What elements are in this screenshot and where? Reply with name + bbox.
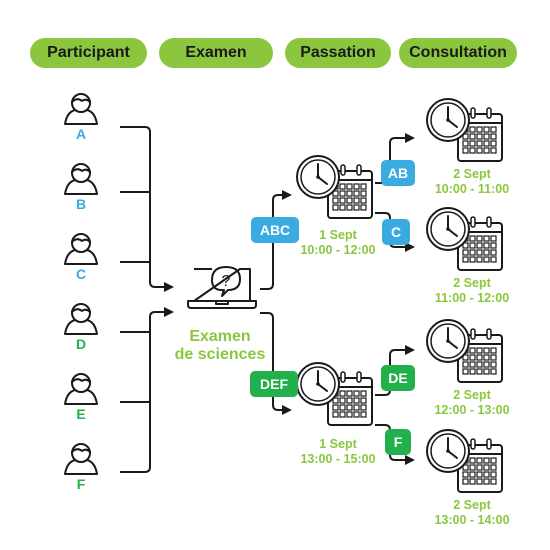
group-badge-def: DEF [250,371,298,397]
passation-def-label: 1 Sept 13:00 - 15:00 [278,437,398,467]
clock-calendar-icon [296,153,376,221]
person-icon [61,162,101,196]
exam-title: Examen de sciences [165,328,275,364]
laptop-question-icon: ? [187,266,257,309]
consultation-c-label: 2 Sept 11:00 - 12:00 [412,276,532,306]
consultation-c-time: 11:00 - 12:00 [434,291,510,305]
person-icon [61,92,101,126]
connector-exam-def [260,312,292,415]
clock-calendar-icon [426,96,506,164]
group-badge-c: C [382,219,410,245]
person-icon [61,232,101,266]
participant-d: D [75,336,87,352]
connector-a [120,126,174,292]
consultation-de-date: 2 Sept [453,388,491,402]
person-icon [61,372,101,406]
group-badge-de: DE [381,365,415,391]
exam-title-line2: de sciences [174,346,266,363]
person-icon [61,442,101,476]
clock-calendar-icon [296,360,376,428]
passation-abc-time: 10:00 - 12:00 [300,243,376,257]
consultation-ab-label: 2 Sept 10:00 - 11:00 [412,167,532,197]
header-passation: Passation [285,38,391,68]
participant-f: F [76,476,86,492]
participant-b: B [75,196,87,212]
consultation-c-date: 2 Sept [453,276,491,290]
passation-def-time: 13:00 - 15:00 [300,452,376,466]
group-badge-abc: ABC [251,217,299,243]
header-participant: Participant [30,38,147,68]
passation-def-date: 1 Sept [319,437,357,451]
participant-c: C [75,266,87,282]
consultation-de-label: 2 Sept 12:00 - 13:00 [412,388,532,418]
svg-text:?: ? [222,273,231,290]
consultation-ab-date: 2 Sept [453,167,491,181]
consultation-f-label: 2 Sept 13:00 - 14:00 [412,498,532,528]
clock-calendar-icon [426,317,506,385]
consultation-f-time: 13:00 - 14:00 [434,513,510,527]
passation-abc-date: 1 Sept [319,228,357,242]
clock-calendar-icon [426,427,506,495]
header-examen: Examen [159,38,273,68]
group-badge-f: F [385,429,411,455]
exam-title-line1: Examen [189,328,251,345]
connector-f [120,307,174,473]
consultation-f-date: 2 Sept [453,498,491,512]
person-icon [61,302,101,336]
header-consultation: Consultation [399,38,517,68]
participant-a: A [75,126,87,142]
clock-calendar-icon [426,205,506,273]
passation-abc-label: 1 Sept 10:00 - 12:00 [278,228,398,258]
group-badge-ab: AB [381,160,415,186]
participant-e: E [76,406,86,422]
consultation-de-time: 12:00 - 13:00 [434,403,510,417]
consultation-ab-time: 10:00 - 11:00 [434,182,510,196]
